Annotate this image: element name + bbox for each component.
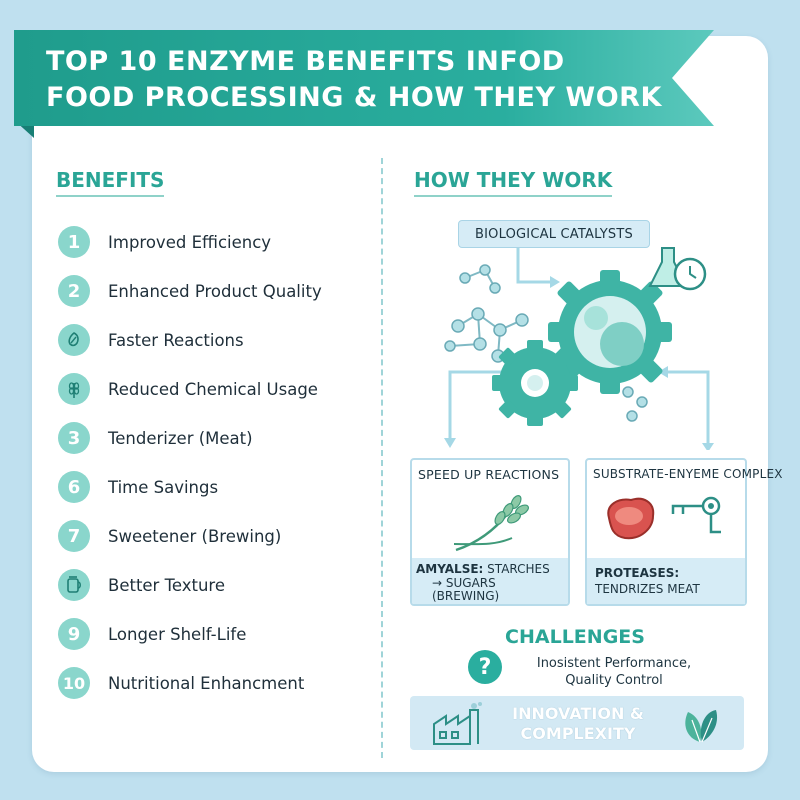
- benefit-label: Reduced Chemical Usage: [108, 379, 318, 399]
- challenges-text: Inosistent Performance, Quality Control: [514, 655, 714, 689]
- column-divider: [381, 158, 383, 758]
- jar-icon: [58, 569, 90, 601]
- innovation-text: INNOVATION & COMPLEXITY: [508, 704, 648, 744]
- challenges-line-2: Quality Control: [565, 673, 663, 688]
- number-badge: 10: [58, 667, 90, 699]
- benefit-label: Faster Reactions: [108, 330, 244, 350]
- title-line-1: TOP 10 ENZYME BENEFITS INFOD: [46, 46, 565, 77]
- innovation-line-2: COMPLEXITY: [520, 724, 636, 743]
- arrow-heads: [444, 276, 714, 450]
- benefit-item-4: Reduced Chemical Usage: [58, 372, 318, 406]
- benefit-item-6: 6 Time Savings: [58, 470, 218, 504]
- factory-icon: [433, 702, 482, 745]
- biological-catalysts-label: BIOLOGICAL CATALYSTS: [458, 220, 650, 248]
- panel-title: SPEED UP REACTIONS: [418, 466, 560, 482]
- wheat-icon: [58, 373, 90, 405]
- amylase-name: AMYALSE:: [416, 562, 484, 576]
- innovation-line-1: INNOVATION &: [512, 704, 644, 723]
- number-badge: 1: [58, 226, 90, 258]
- benefit-item-2: 2 Enhanced Product Quality: [58, 274, 322, 308]
- amylase-info: AMYALSE: STARCHES → SUGARS (BREWING): [412, 558, 568, 604]
- question-icon: ?: [468, 650, 502, 684]
- protease-name: PROTEASES:: [595, 566, 680, 580]
- benefit-item-3: Faster Reactions: [58, 323, 244, 357]
- flow-arrows: [448, 248, 710, 445]
- benefit-label: Nutritional Enhancment: [108, 673, 305, 693]
- challenges-line-1: Inosistent Performance,: [536, 656, 692, 671]
- innovation-panel: INNOVATION & COMPLEXITY: [410, 696, 744, 750]
- speed-up-reactions-panel: SPEED UP REACTIONS AMYALSE: STARCHES → S…: [410, 458, 570, 606]
- benefit-label: Longer Shelf-Life: [108, 624, 247, 644]
- benefit-item-1: 1 Improved Efficiency: [58, 225, 271, 259]
- leaf-badge-icon: [58, 324, 90, 356]
- benefit-label: Sweetener (Brewing): [108, 526, 282, 546]
- amylase-line-1: STARCHES: [487, 562, 550, 576]
- protease-desc: TENDRIZES MEAT: [595, 582, 700, 596]
- title-banner: [14, 30, 714, 126]
- page-title: TOP 10 ENZYME BENEFITS INFOD FOOD PROCES…: [46, 44, 686, 116]
- flask-clock-icon: [648, 247, 707, 291]
- benefit-label: Tenderizer (Meat): [108, 428, 253, 448]
- enzyme-gears-illustration: [444, 247, 714, 450]
- title-line-2: FOOD PROCESSING & HOW THEY WORK: [46, 82, 662, 113]
- number-badge: 3: [58, 422, 90, 454]
- small-gear-icon: [492, 340, 578, 426]
- benefit-label: Time Savings: [108, 477, 219, 497]
- number-badge: 9: [58, 618, 90, 650]
- benefit-item-7: 7 Sweetener (Brewing): [58, 519, 281, 553]
- number-badge: 6: [58, 471, 90, 503]
- meat-key-icon: [607, 496, 721, 540]
- number-badge: 7: [58, 520, 90, 552]
- amylase-line-3: (BREWING): [432, 589, 500, 603]
- leaves-icon: [685, 710, 718, 743]
- benefit-item-9: 9 Longer Shelf-Life: [58, 617, 246, 651]
- benefit-item-10: 10 Nutritional Enhancment: [58, 666, 304, 700]
- wheat-icon: [453, 495, 529, 552]
- how-they-work-heading: HOW THEY WORK: [414, 168, 613, 197]
- panel-title: SUBSTRATE-ENYEME COMPLEX: [593, 467, 783, 481]
- benefit-label: Enhanced Product Quality: [108, 281, 322, 301]
- amylase-line-2: → SUGARS: [432, 576, 496, 590]
- benefits-heading: BENEFITS: [56, 168, 165, 197]
- benefit-item-5: 3 Tenderizer (Meat): [58, 421, 253, 455]
- gear-icon: [548, 270, 672, 394]
- benefit-item-8: Better Texture: [58, 568, 225, 602]
- number-badge: 2: [58, 275, 90, 307]
- protease-info: PROTEASES: TENDRIZES MEAT: [587, 558, 745, 604]
- challenges-heading: CHALLENGES: [505, 626, 645, 648]
- benefit-label: Better Texture: [108, 575, 225, 595]
- substrate-enzyme-panel: SUBSTRATE-ENYEME COMPLEX PROTEASES: TEND…: [585, 458, 783, 606]
- benefit-label: Improved Efficiency: [108, 232, 272, 252]
